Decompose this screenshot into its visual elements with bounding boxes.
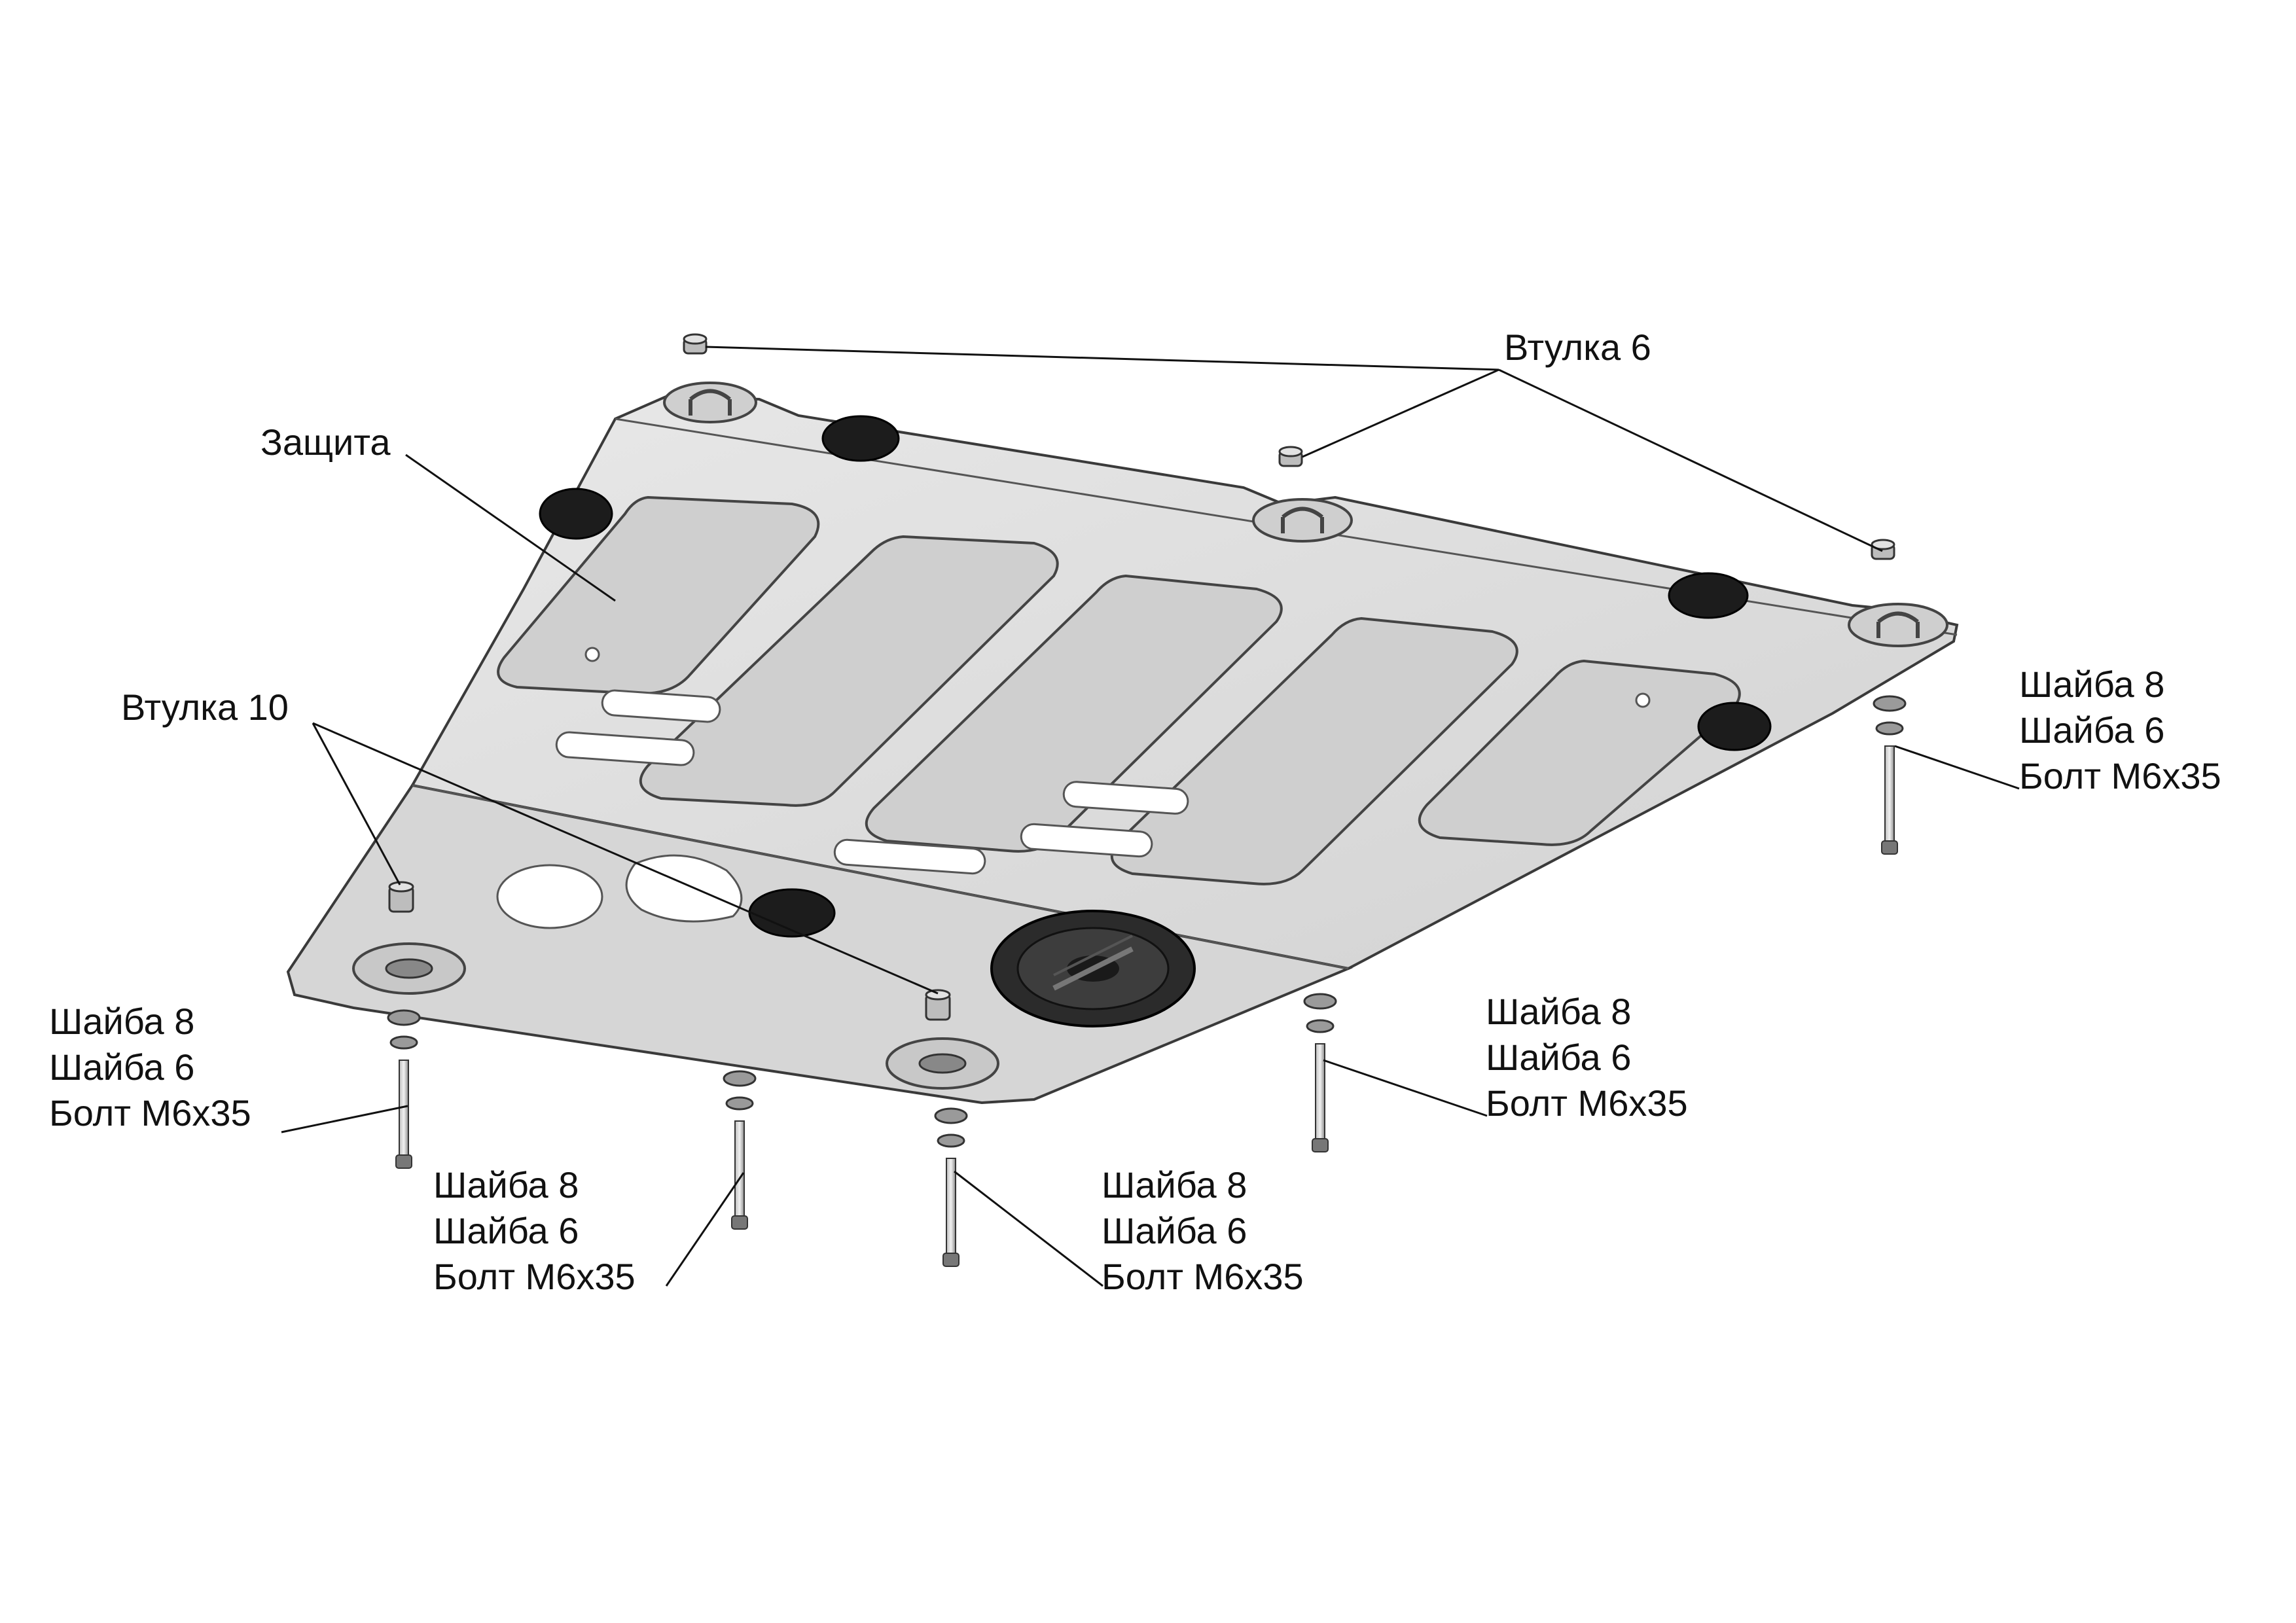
bolt-seat <box>352 942 466 995</box>
label-washer-8: Шайба 8 <box>433 1164 579 1205</box>
small-hole <box>1635 692 1651 708</box>
slot-cutout <box>555 731 695 766</box>
fastener-stack <box>387 1009 421 1169</box>
fastener-label-center-right: Шайба 8 Шайба 6 Болт М6х35 <box>1486 991 1688 1124</box>
washer-icon <box>389 1035 418 1050</box>
label-bolt: Болт М6х35 <box>49 1092 251 1133</box>
label-bushing-6: Втулка 6 <box>1504 327 1651 368</box>
stamped-window-5 <box>1418 659 1741 846</box>
washer-icon <box>387 1009 421 1026</box>
washer-icon <box>1303 993 1337 1010</box>
stamped-window-2 <box>639 535 1059 807</box>
bushing-10 <box>925 989 951 1021</box>
fastener-stack <box>723 1070 757 1230</box>
label-washer-8: Шайба 8 <box>1102 1164 1247 1205</box>
label-bolt: Болт М6х35 <box>1486 1082 1688 1124</box>
slot-cutout <box>1062 781 1189 815</box>
labels: Защита Втулка 6 Втулка 10 Шайба 8 Шайба … <box>49 327 2221 1297</box>
washer-icon <box>725 1096 754 1111</box>
bushing-6 <box>683 333 708 355</box>
bolt-icon <box>731 1120 748 1230</box>
bolt-icon <box>395 1060 412 1169</box>
label-washer-8: Шайба 8 <box>1486 991 1631 1032</box>
stamped-windows <box>497 495 1741 885</box>
slot-cutouts <box>555 689 1189 875</box>
stamped-window-4 <box>1110 616 1518 885</box>
u-bracket <box>663 382 757 423</box>
bolt-icon <box>1881 745 1898 855</box>
bolt-icon <box>1312 1043 1329 1152</box>
bushing-10 <box>388 881 414 913</box>
washer-icon <box>1306 1019 1335 1033</box>
label-bushing-10: Втулка 10 <box>121 687 289 728</box>
u-bracket <box>1252 498 1353 543</box>
label-washer-6: Шайба 6 <box>433 1210 579 1251</box>
washer-icon <box>1875 721 1904 736</box>
label-protection: Защита <box>260 421 391 463</box>
drain-hatch-icon <box>990 910 1196 1027</box>
label-washer-6: Шайба 6 <box>2019 709 2164 751</box>
small-hole <box>584 647 600 662</box>
protection-plate <box>286 382 1959 1105</box>
fastener-stack <box>1303 993 1337 1152</box>
bushing-6 <box>1278 446 1303 467</box>
label-washer-8: Шайба 8 <box>49 1001 194 1042</box>
rubber-plug-icon <box>539 415 1772 938</box>
fastener-stack <box>1873 695 1907 855</box>
label-bolt: Болт М6х35 <box>433 1256 636 1297</box>
washer-icon <box>723 1070 757 1087</box>
leader-lines <box>281 346 2020 1287</box>
label-washer-6: Шайба 6 <box>49 1046 194 1088</box>
label-washer-6: Шайба 6 <box>1102 1210 1247 1251</box>
bushing-6 <box>1871 539 1895 560</box>
u-bracket <box>1848 603 1948 647</box>
stamped-window-3 <box>865 574 1283 853</box>
fastener-label-bottom-left: Шайба 8 Шайба 6 Болт М6х35 <box>433 1164 636 1297</box>
fastener-stacks <box>387 695 1907 1267</box>
slot-cutout <box>601 689 721 723</box>
bolt-icon <box>942 1158 960 1267</box>
label-bolt: Болт М6х35 <box>1102 1256 1304 1297</box>
label-washer-8: Шайба 8 <box>2019 664 2164 705</box>
washer-icon <box>937 1133 965 1148</box>
round-cutout-hole <box>496 864 603 929</box>
fastener-label-bottom-center: Шайба 8 Шайба 6 Болт М6х35 <box>1102 1164 1304 1297</box>
fastener-stack <box>934 1107 968 1267</box>
fastener-label-right: Шайба 8 Шайба 6 Болт М6х35 <box>2019 664 2221 796</box>
slot-cutout <box>833 838 986 875</box>
fastener-label-left: Шайба 8 Шайба 6 Болт М6х35 <box>49 1001 251 1133</box>
washer-icon <box>1873 695 1907 712</box>
bushing-icon <box>388 333 1895 1021</box>
bolt-seat <box>886 1037 999 1090</box>
washer-icon <box>934 1107 968 1124</box>
label-bolt: Болт М6х35 <box>2019 755 2221 796</box>
label-washer-6: Шайба 6 <box>1486 1037 1631 1078</box>
slot-cutout <box>1020 823 1153 858</box>
